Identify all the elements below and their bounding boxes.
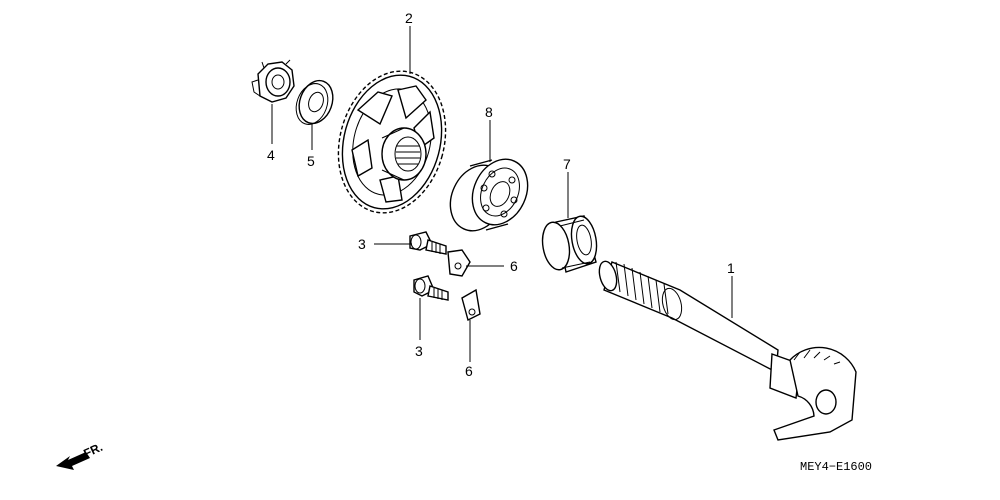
lock-plate-upper xyxy=(447,249,471,277)
callout-3-upper: 3 xyxy=(358,236,366,252)
bolt-lower xyxy=(413,275,449,301)
diagram-code: MEY4−E1600 xyxy=(800,460,872,474)
callout-5: 5 xyxy=(307,153,315,169)
washer xyxy=(295,79,334,125)
bolt-upper xyxy=(409,231,447,255)
direction-label: FR. xyxy=(81,440,104,461)
callout-7: 7 xyxy=(563,156,571,172)
castle-nut xyxy=(251,59,295,103)
callout-6-lower: 6 xyxy=(465,363,473,379)
arrow-left-icon xyxy=(56,452,90,470)
callout-2: 2 xyxy=(405,10,413,26)
callout-1: 1 xyxy=(727,260,735,276)
kickstart-shaft xyxy=(598,260,857,441)
sprocket-gear xyxy=(337,70,447,214)
callout-3-lower: 3 xyxy=(415,343,423,359)
ball-bearing xyxy=(449,158,529,232)
callout-6-upper: 6 xyxy=(510,258,518,274)
front-direction-indicator: FR. xyxy=(56,440,105,470)
needle-bearing xyxy=(541,215,598,273)
callout-4: 4 xyxy=(267,147,275,163)
callout-8: 8 xyxy=(485,104,493,120)
lock-plate-lower xyxy=(461,288,481,322)
